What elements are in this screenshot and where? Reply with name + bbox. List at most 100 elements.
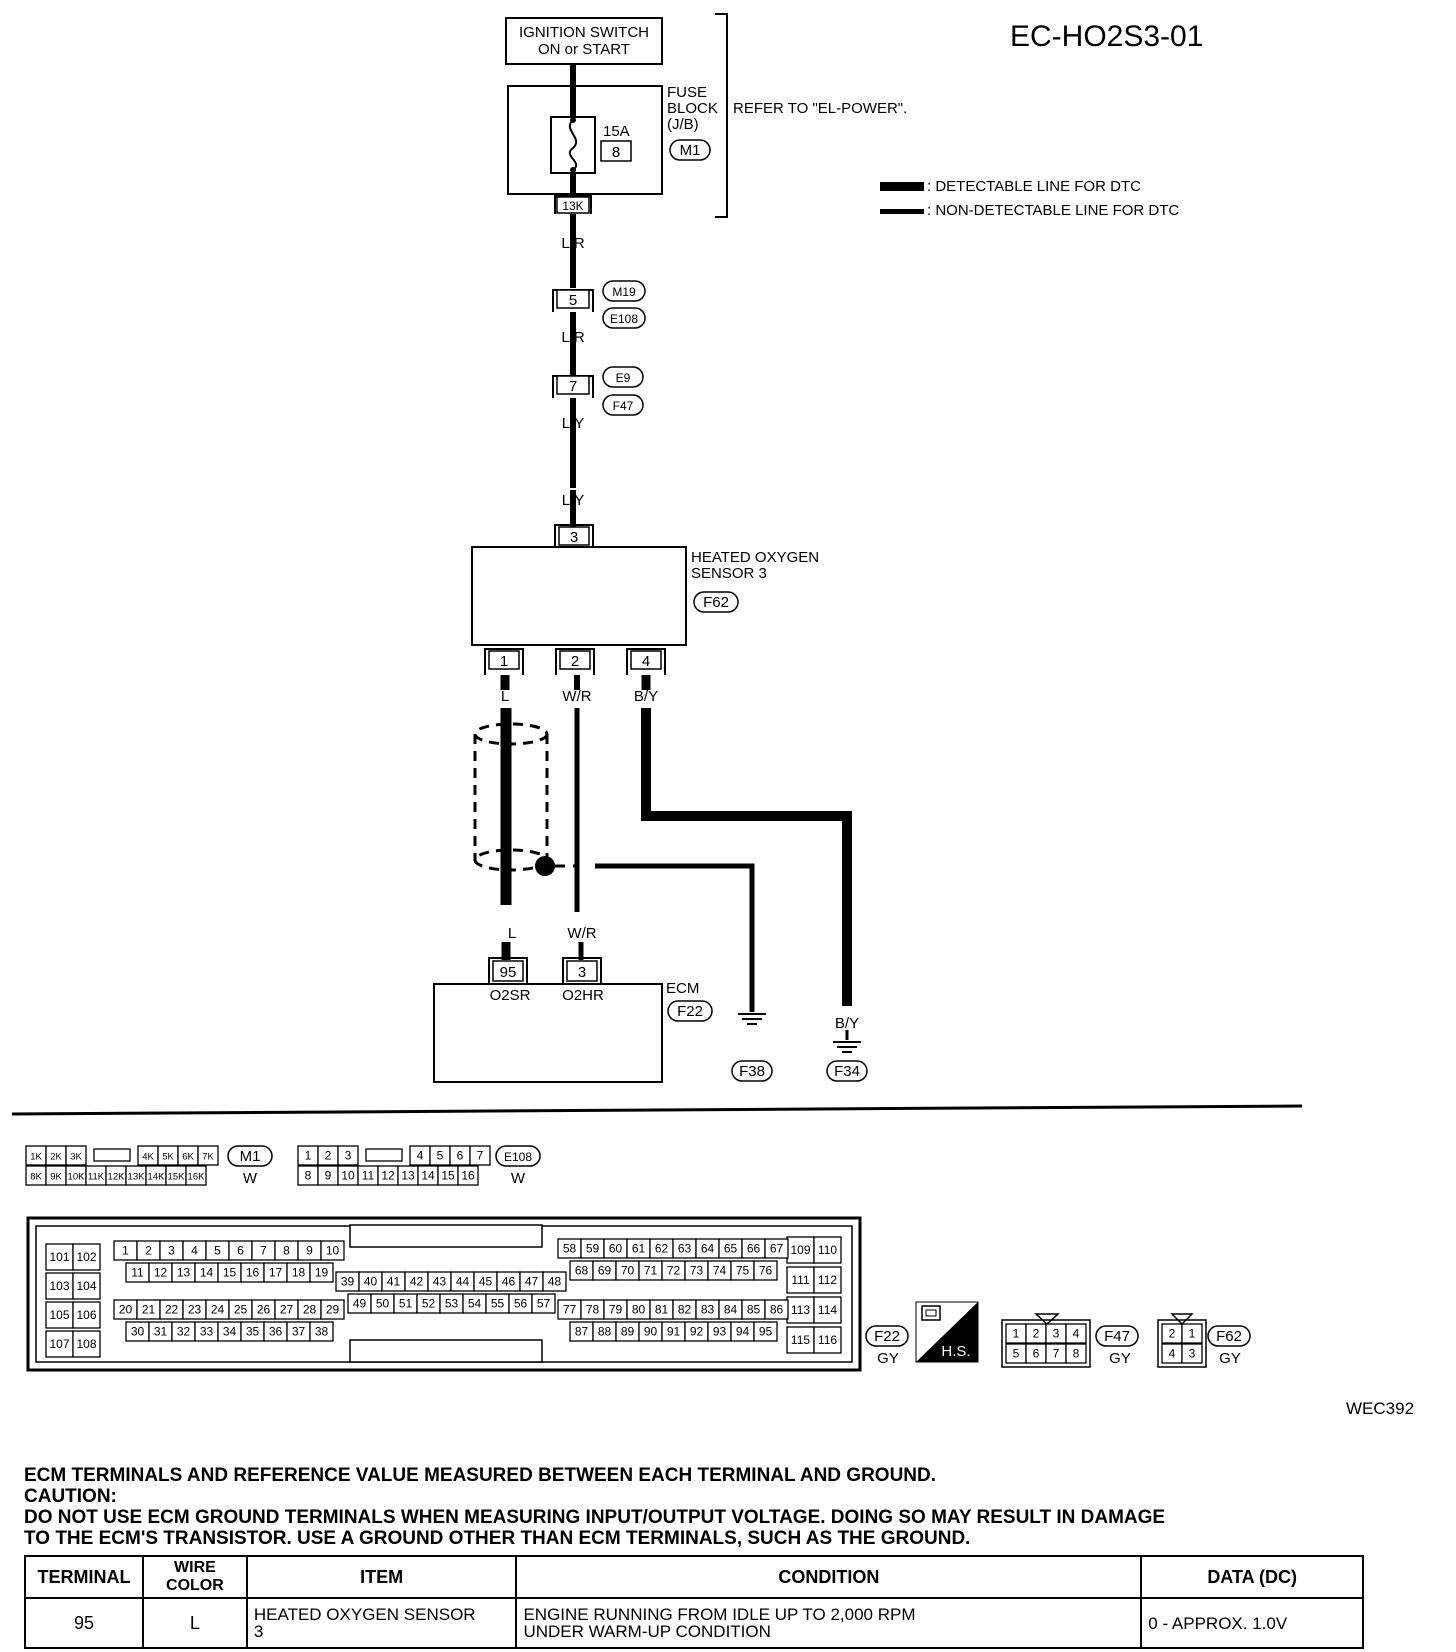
f62-pin-3: 3 <box>1189 1347 1196 1361</box>
f22-pin-42: 42 <box>410 1275 424 1289</box>
ground-f38-icon <box>738 1013 766 1025</box>
sensor-pin-1-label: 1 <box>500 653 508 670</box>
m1-pin-3K-cell <box>65 1145 87 1166</box>
f22-pin-48-cell <box>542 1271 567 1292</box>
m1-pin-6K: 6K <box>182 1152 194 1163</box>
fuse-block-box <box>507 85 663 195</box>
f22-pin-44: 44 <box>456 1275 470 1289</box>
f22-pin-116: 116 <box>818 1333 837 1347</box>
m1-pin-5K: 5K <box>162 1152 174 1163</box>
e108-pin-12: 12 <box>381 1169 395 1183</box>
f22-pin-75: 75 <box>736 1264 750 1278</box>
f22-pin-101: 101 <box>49 1250 69 1264</box>
cell-wire-color: L <box>141 1597 248 1649</box>
f22-pin-63: 63 <box>678 1242 692 1256</box>
f62-housing <box>1157 1319 1207 1368</box>
f47-pin-2: 2 <box>1033 1327 1040 1341</box>
terminal-13k: 13K <box>562 199 583 213</box>
sensor-pin-4 <box>630 650 662 670</box>
joint-5-lower: E108 <box>610 312 638 326</box>
sensor-connector-badge <box>693 591 739 613</box>
ecm-reference-table: TERMINAL WIRE COLOR ITEM CONDITION DATA … <box>24 1555 1364 1649</box>
e108-pin-16: 16 <box>461 1169 475 1183</box>
f22-pin-103-cell <box>45 1272 74 1300</box>
m1-pin-15K: 15K <box>168 1172 186 1183</box>
f22-pin-91: 91 <box>667 1325 681 1339</box>
f22-pin-84: 84 <box>724 1303 738 1317</box>
m1-pin-2K: 2K <box>50 1152 62 1163</box>
f22-pin-30: 30 <box>131 1325 145 1339</box>
ground-f38-badge <box>731 1060 773 1082</box>
joint-5-upper: M19 <box>612 285 636 299</box>
wire-label-lr-mid: L/R <box>561 329 585 346</box>
connector-f22-id: F22 <box>874 1328 900 1345</box>
f22-pin-76: 76 <box>759 1264 773 1278</box>
f22-pin-83: 83 <box>701 1303 715 1317</box>
f22-pin-104: 104 <box>76 1279 96 1293</box>
legend-non-detectable-line <box>880 209 924 214</box>
f22-pin-20: 20 <box>119 1303 133 1317</box>
f22-pin-17: 17 <box>269 1266 283 1280</box>
e108-key <box>365 1148 403 1162</box>
notes-line1: DO NOT USE ECM GROUND TERMINALS WHEN MEA… <box>24 1507 1166 1528</box>
f22-pin-40: 40 <box>364 1275 378 1289</box>
connector-f47-color: GY <box>1109 1350 1131 1367</box>
ecm-pin-a-name: O2SR <box>490 987 531 1004</box>
connector-f22-key-top <box>349 1224 543 1248</box>
section-divider <box>11 1104 1303 1116</box>
f22-pin-32: 32 <box>177 1325 191 1339</box>
f22-pin-112: 112 <box>818 1273 837 1287</box>
f22-pin-37: 37 <box>292 1325 306 1339</box>
refer-note: REFER TO "EL-POWER". <box>733 100 907 117</box>
f22-pin-19: 19 <box>315 1266 329 1280</box>
m1-pin-12K: 12K <box>108 1172 126 1183</box>
ecm-notes: ECM TERMINALS AND REFERENCE VALUE MEASUR… <box>24 1465 1424 1549</box>
connector-m1-badge <box>227 1145 273 1167</box>
cell-condition: ENGINE RUNNING FROM IDLE UP TO 2,000 RPM… <box>515 1597 1143 1649</box>
f22-pin-92: 92 <box>690 1325 704 1339</box>
f22-pin-25: 25 <box>234 1303 248 1317</box>
connector-f62-color: GY <box>1219 1350 1241 1367</box>
sensor-label-line1: HEATED OXYGEN <box>691 549 819 566</box>
notes-line2: TO THE ECM'S TRANSISTOR. USE A GROUND OT… <box>24 1528 971 1549</box>
ecm-box <box>433 983 663 1083</box>
e108-pin-2: 2 <box>325 1149 332 1163</box>
e108-pin-10: 10 <box>341 1169 355 1183</box>
wire-label-wr-bottom: W/R <box>567 925 596 942</box>
f22-pin-86-cell <box>764 1299 789 1320</box>
f22-pin-6: 6 <box>237 1244 244 1258</box>
f22-pin-59: 59 <box>586 1242 600 1256</box>
f22-pin-64: 64 <box>701 1242 715 1256</box>
f22-pin-95: 95 <box>759 1325 773 1339</box>
f22-pin-102: 102 <box>76 1250 96 1264</box>
f22-pin-38-cell <box>309 1321 334 1342</box>
th-terminal: TERMINAL <box>24 1555 144 1599</box>
sensor-pin-1 <box>488 650 520 670</box>
f47-housing <box>1001 1319 1091 1368</box>
fuse-block-label3: (J/B) <box>667 116 699 133</box>
f22-pin-28: 28 <box>303 1303 317 1317</box>
ground-f34-badge <box>826 1060 868 1082</box>
ecm-pin-3-label: 3 <box>578 964 586 981</box>
fuse-block-connector-badge <box>669 139 711 161</box>
f22-pin-79: 79 <box>609 1303 623 1317</box>
ignition-switch-line2: ON or START <box>538 41 630 58</box>
f22-pin-26: 26 <box>257 1303 271 1317</box>
m1-pin-13K: 13K <box>128 1172 146 1183</box>
f22-pin-65: 65 <box>724 1242 738 1256</box>
joint-5-pin: 5 <box>569 292 577 309</box>
m1-pin-4K: 4K <box>142 1152 154 1163</box>
f22-pin-14: 14 <box>200 1266 214 1280</box>
f22-pin-5: 5 <box>214 1244 221 1258</box>
cell-terminal: 95 <box>24 1597 144 1649</box>
f22-pin-116-cell <box>813 1326 842 1354</box>
f22-pin-86: 86 <box>770 1303 784 1317</box>
connector-e108-badge <box>495 1145 541 1167</box>
harness-side-icon <box>915 1301 979 1363</box>
f22-pin-2: 2 <box>145 1244 152 1258</box>
e108-pin-8: 8 <box>305 1169 312 1183</box>
f22-pin-68: 68 <box>575 1264 589 1278</box>
f22-pin-24: 24 <box>211 1303 225 1317</box>
